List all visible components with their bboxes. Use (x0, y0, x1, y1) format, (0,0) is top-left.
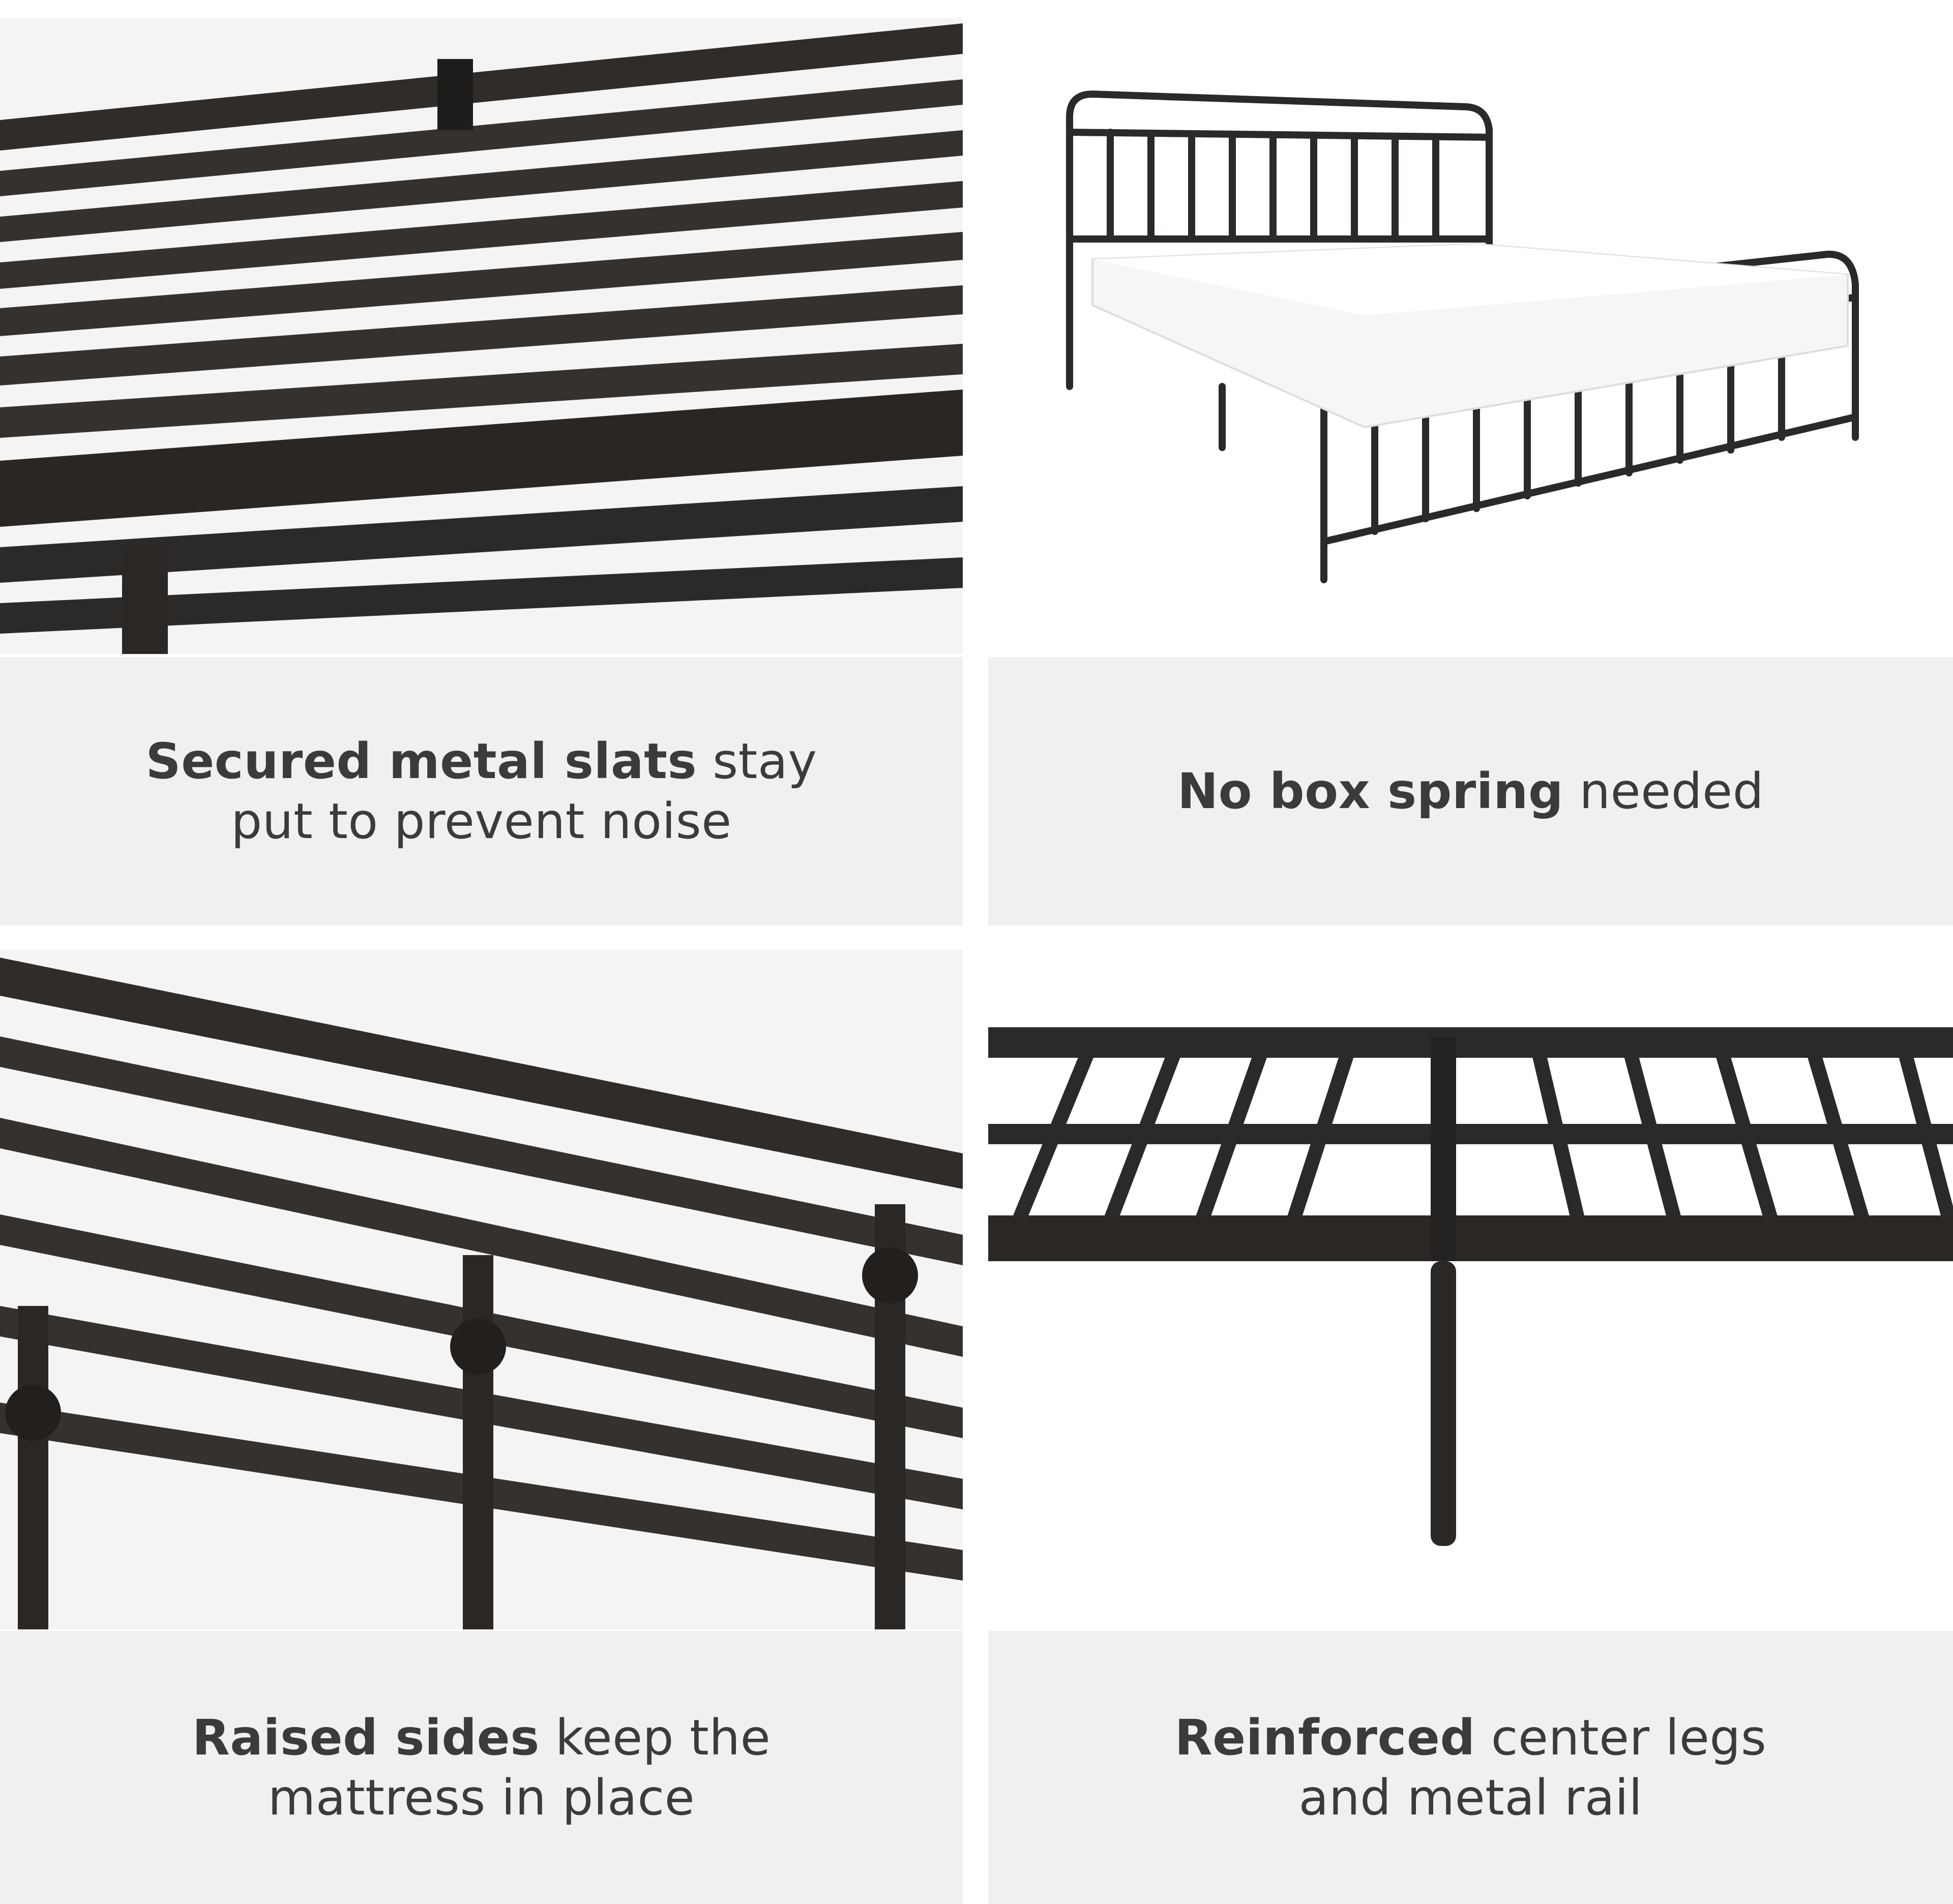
slats-closeup-photo (0, 18, 963, 654)
caption-box-spring: No box spring needed (1177, 761, 1764, 821)
caption-reinforced-line2: and metal rail (1298, 1769, 1643, 1826)
caption-raised-sides-bold: Raised sides (192, 1709, 540, 1766)
caption-slats-bold: Secured metal slats (145, 733, 697, 790)
raised-sides-photo (0, 950, 963, 1629)
caption-raised-sides-line2: mattress in place (268, 1769, 695, 1826)
full-bed-photo (988, 0, 1953, 656)
caption-raised-sides-rest: keep the (539, 1709, 771, 1766)
caption-reinforced-rest: center legs (1475, 1709, 1767, 1766)
caption-box-spring-rest: needed (1563, 763, 1764, 820)
caption-slats-rest: stay (697, 733, 817, 790)
caption-slats-line2: put to prevent noise (231, 793, 732, 850)
caption-box-spring-bold: No box spring (1177, 763, 1564, 820)
caption-reinforced-bold: Reinforced (1174, 1709, 1475, 1766)
center-legs-photo (988, 1027, 1953, 1627)
caption-panel-box-spring: No box spring needed (988, 657, 1953, 926)
